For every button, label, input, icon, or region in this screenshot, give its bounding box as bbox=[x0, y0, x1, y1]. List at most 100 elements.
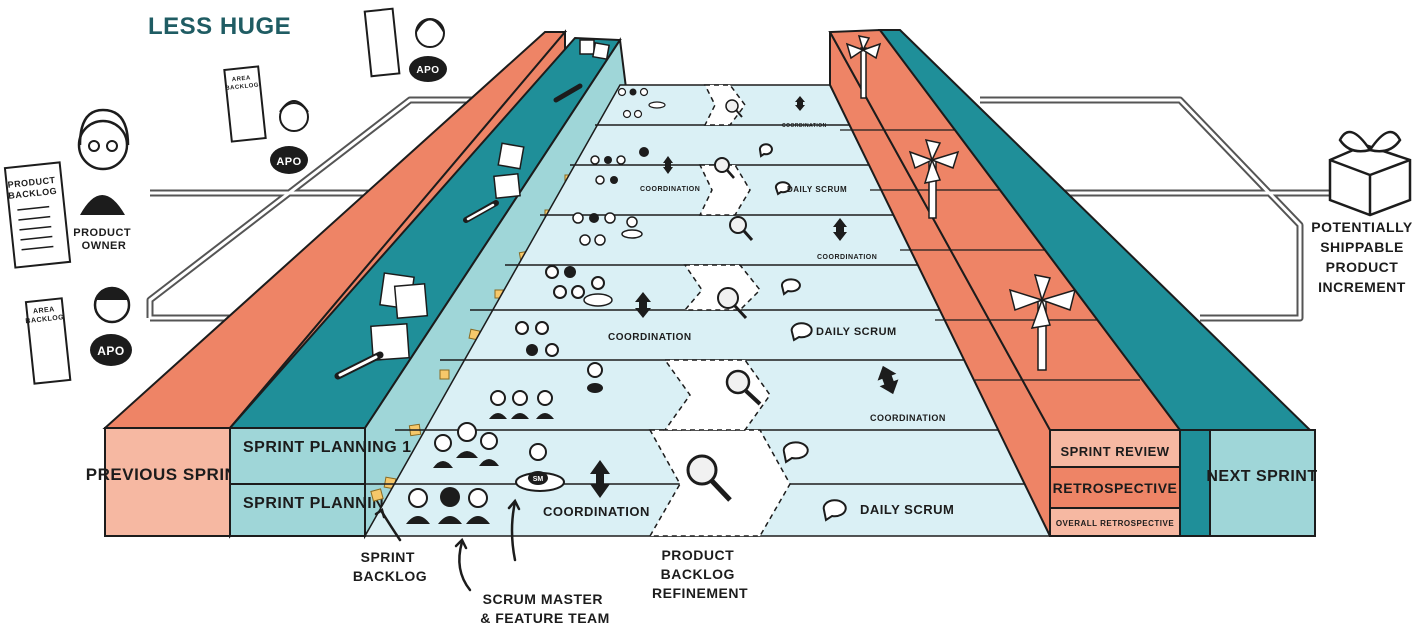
svg-text:BACKLOG: BACKLOG bbox=[25, 314, 64, 325]
person-icon bbox=[571, 285, 585, 299]
person-icon bbox=[564, 266, 576, 278]
double-arrows bbox=[590, 96, 899, 498]
speech-bubble-icon bbox=[780, 278, 801, 296]
magnifier-icon bbox=[729, 216, 754, 241]
sprint-planning-2-label: SPRINT PLANNING 2 bbox=[243, 495, 412, 512]
person-icon bbox=[617, 87, 627, 97]
coordination-label: COORDINATION bbox=[870, 413, 946, 423]
retrospective-label: RETROSPECTIVE bbox=[1053, 480, 1178, 496]
person-icon bbox=[622, 109, 632, 119]
team-row-3 bbox=[489, 362, 603, 419]
marker-icon bbox=[553, 83, 583, 103]
person-icon bbox=[587, 362, 603, 378]
caption-arrows bbox=[374, 498, 521, 592]
person-icon bbox=[535, 321, 549, 335]
magnifier-icon bbox=[725, 369, 762, 406]
area-backlog-doc bbox=[363, 7, 401, 78]
person-icon bbox=[512, 390, 528, 406]
magnifier-icon bbox=[725, 99, 743, 118]
apo-person: APO bbox=[270, 100, 309, 174]
team-row-6 bbox=[572, 212, 643, 246]
gift-icon bbox=[1328, 130, 1412, 217]
windmill-icon bbox=[1008, 274, 1077, 371]
sprint-review-label: SPRINT REVIEW bbox=[1060, 444, 1169, 459]
sm-label: SM bbox=[533, 476, 544, 483]
magnifier-icon bbox=[717, 287, 748, 320]
apo-person: APO bbox=[409, 18, 447, 82]
scrum-master-marker: SM bbox=[515, 443, 565, 492]
team-row-5 bbox=[545, 265, 613, 307]
refinement-band bbox=[648, 84, 791, 537]
coordination-label: COORDINATION bbox=[543, 504, 650, 519]
person-icon bbox=[626, 216, 638, 228]
team-row-7 bbox=[590, 147, 649, 185]
person-icon bbox=[590, 155, 600, 165]
person-icon bbox=[595, 175, 605, 185]
speech-bubble-icon bbox=[782, 441, 809, 464]
speech-bubbles bbox=[758, 143, 847, 522]
feature-teams: SM bbox=[406, 87, 666, 524]
sticky-note-icon bbox=[370, 488, 384, 502]
person-icon bbox=[594, 234, 606, 246]
double-arrow-icon bbox=[877, 365, 899, 395]
windmill-icons bbox=[845, 35, 1077, 371]
double-arrow-icon bbox=[663, 156, 673, 174]
daily-scrum-label: DAILY SCRUM bbox=[787, 185, 847, 194]
team-row-8 bbox=[617, 87, 666, 119]
team-row-1 bbox=[406, 487, 490, 524]
person-icon bbox=[616, 155, 626, 165]
person-icon bbox=[279, 102, 309, 132]
person-icon bbox=[480, 432, 498, 450]
windmill-icon bbox=[845, 35, 882, 99]
double-arrow-icon bbox=[795, 96, 805, 111]
person-icon bbox=[591, 276, 605, 290]
person-icon bbox=[589, 213, 599, 223]
diagram-title: LESS HUGE bbox=[148, 13, 291, 40]
product-backlog-doc: PRODUCT BACKLOG bbox=[3, 161, 72, 269]
sprint-backlog-caption: SPRINT BACKLOG bbox=[353, 549, 427, 584]
product-owner bbox=[77, 108, 130, 215]
speech-bubble-icon bbox=[822, 499, 847, 522]
person-icon bbox=[490, 390, 506, 406]
windmill-icon bbox=[908, 139, 960, 219]
sticky-note-icon bbox=[439, 369, 450, 380]
double-arrow-icon bbox=[590, 460, 610, 498]
person-icon bbox=[604, 212, 616, 224]
area-backlog-doc: AREA BACKLOG bbox=[24, 297, 72, 385]
refinement-caption: PRODUCT BACKLOG REFINEMENT bbox=[652, 547, 748, 601]
person-icon bbox=[434, 434, 452, 452]
double-arrow-icon bbox=[635, 292, 651, 318]
person-icon bbox=[415, 18, 445, 48]
apo-label: APO bbox=[416, 65, 439, 76]
svg-text:AREA: AREA bbox=[232, 75, 252, 83]
speech-bubble-icon bbox=[774, 181, 791, 196]
wall-papers bbox=[370, 39, 610, 362]
magnifier-icons bbox=[686, 99, 762, 502]
product-owner-label: PRODUCT OWNER bbox=[73, 227, 134, 252]
sprint-planning-wall bbox=[227, 36, 632, 540]
area-backlog-doc: AREA BACKLOG bbox=[223, 65, 267, 143]
speech-bubble-icon bbox=[758, 143, 773, 158]
retrospective-band bbox=[1049, 466, 1181, 509]
coordination-label: COORDINATION bbox=[640, 186, 700, 193]
person-icon bbox=[610, 176, 618, 184]
person-icon bbox=[553, 285, 567, 299]
scrum-master-caption: SCRUM MASTER & FEATURE TEAM bbox=[480, 591, 610, 626]
team-row-4 bbox=[515, 321, 559, 357]
person-icon bbox=[529, 443, 547, 461]
svg-text:PRODUCT: PRODUCT bbox=[7, 175, 56, 190]
backlog-list-icon bbox=[3, 161, 72, 269]
increment-line-2: SHIPPABLE bbox=[1320, 239, 1404, 255]
increment-line-1: POTENTIALLY bbox=[1311, 219, 1413, 235]
coordination-label: COORDINATION bbox=[817, 254, 877, 261]
daily-scrum-label: DAILY SCRUM bbox=[816, 326, 897, 338]
increment-line-3: PRODUCT bbox=[1326, 259, 1399, 275]
person-icon bbox=[545, 265, 559, 279]
apo-person: APO bbox=[90, 286, 132, 366]
person-icon bbox=[545, 343, 559, 357]
person-icon bbox=[77, 119, 129, 171]
person-icon bbox=[457, 422, 477, 442]
next-sprint-wall bbox=[878, 29, 1316, 537]
team-row-2 bbox=[433, 422, 499, 468]
